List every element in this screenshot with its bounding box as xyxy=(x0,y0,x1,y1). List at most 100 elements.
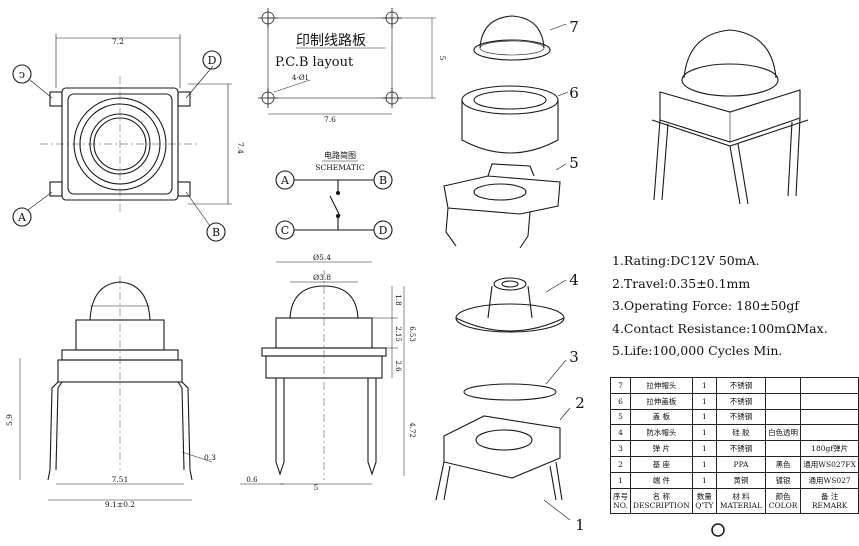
table-row: 3 弹 片 1 不锈钢 180gf弹片 xyxy=(610,440,859,457)
bom-cell: 1 xyxy=(691,471,718,489)
side-dim-b: 6.53 xyxy=(408,326,416,342)
pcb-width-dim: 7.6 xyxy=(324,115,336,124)
bom-cell: 黑色 xyxy=(764,455,802,473)
exploded-label-7: 7 xyxy=(569,18,579,36)
isometric-view xyxy=(651,29,809,205)
bom-cell: 拉伸帽头 xyxy=(630,377,693,394)
side-dim-e: 4.72 xyxy=(408,422,416,438)
table-row: 1 端 件 1 黄铜 镀银 通用WS027 xyxy=(610,471,859,489)
top-height-dim: 7.4 xyxy=(236,142,245,154)
bom-cell xyxy=(764,440,802,457)
drawing-marker-circle xyxy=(711,523,725,537)
spec-rating: 1.Rating:DC12V 50mA. xyxy=(612,253,760,268)
spec-contact-resistance: 4.Contact Resistance:100mΩMax. xyxy=(612,320,828,336)
bom-cell xyxy=(764,392,802,410)
bom-cell: PPA xyxy=(716,455,766,473)
bom-cell: 不锈钢 xyxy=(716,440,766,457)
exploded-label-1: 1 xyxy=(575,516,585,534)
bom-cell: 不锈钢 xyxy=(716,392,766,410)
bom-cell xyxy=(764,408,802,426)
exploded-label-2: 2 xyxy=(575,394,585,412)
bill-of-materials: 7 拉伸帽头 1 不锈钢 6 拉伸盖板 1 不锈钢 5 盖 板 1 不锈钢 4 … xyxy=(610,377,859,514)
side-dim-a: 1.8 xyxy=(394,294,402,305)
bom-cell xyxy=(764,377,802,394)
schematic-terminal-d: D xyxy=(379,224,388,237)
bom-cell: 防水帽头 xyxy=(630,424,693,442)
bom-cell xyxy=(800,408,859,426)
bom-cell: 180gf弹片 xyxy=(800,440,859,457)
exploded-label-5: 5 xyxy=(569,154,579,172)
table-row: 4 防水帽头 1 硅 胶 白色透明 xyxy=(610,424,859,442)
bom-cell: 盖 板 xyxy=(630,408,693,426)
schematic-terminal-b: B xyxy=(379,174,387,187)
bom-cell: 1 xyxy=(691,408,718,426)
schematic-title-cn: 电路简图 xyxy=(324,150,356,160)
exploded-label-6: 6 xyxy=(569,84,579,102)
pcb-title-cn: 印制线路板 xyxy=(296,33,366,49)
table-row: 5 盖 板 1 不锈钢 xyxy=(610,408,859,426)
exploded-label-4: 4 xyxy=(569,271,579,289)
table-row: 7 拉伸帽头 1 不锈钢 xyxy=(610,377,859,394)
table-row: 2 基 座 1 PPA 黑色 通用WS027FX xyxy=(610,455,859,473)
bom-cell: 1 xyxy=(691,377,718,394)
bom-cell: 1 xyxy=(691,455,718,473)
bom-cell: 拉伸盖板 xyxy=(630,392,693,410)
bom-cell: 3 xyxy=(610,440,631,457)
bom-cell: 4 xyxy=(610,424,631,442)
pcb-title-en: P.C.B layout xyxy=(275,55,354,70)
bom-cell: 通用WS027 xyxy=(800,471,859,489)
callout-top-left: ↄ xyxy=(19,68,25,81)
bom-cell: 不锈钢 xyxy=(716,408,766,426)
front-inner-dim: 7.51 xyxy=(112,475,129,484)
schematic: 电路简图 SCHEMATIC A B C D xyxy=(275,150,393,240)
bom-cell xyxy=(800,392,859,410)
bom-cell: 通用WS027FX xyxy=(800,455,859,473)
top-view: 7.2 7.4 ↄ D A B xyxy=(12,34,245,242)
exploded-view: 7 6 5 4 3 2 1 xyxy=(435,15,585,534)
spec-life: 5.Life:100,000 Cycles Min. xyxy=(612,343,783,358)
spec-operating-force: 3.Operating Force: 180±50gf xyxy=(612,298,799,313)
bom-cell: 硅 胶 xyxy=(716,424,766,442)
table-row: 6 拉伸盖板 1 不锈钢 xyxy=(610,392,859,410)
bom-cell: 1 xyxy=(691,424,718,442)
front-total-dim: 9.1±0.2 xyxy=(105,500,135,509)
bom-cell: 2 xyxy=(610,455,631,473)
bom-cell: 5 xyxy=(610,408,631,426)
side-dim-d: 2.6 xyxy=(394,360,402,372)
top-width-dim: 7.2 xyxy=(112,37,124,46)
callout-bottom-right: B xyxy=(212,226,220,239)
bom-cell xyxy=(800,424,859,442)
pcb-layout: 印制线路板 P.C.B layout 4-Ø1 7.6 5 xyxy=(258,8,447,124)
callout-bottom-left: A xyxy=(17,211,27,224)
side-view: Ø5.4 Ø3.8 1.8 6.53 2.15 2.6 4.72 0.6 5 xyxy=(240,253,416,492)
bom-cell: 6 xyxy=(610,392,631,410)
bom-cell: 白色透明 xyxy=(764,424,802,442)
bom-cell: 1 xyxy=(691,440,718,457)
front-view: 5.9 7.51 9.1±0.2 0.3 xyxy=(5,276,216,509)
side-cap-outer-dim: Ø5.4 xyxy=(313,253,331,262)
side-dim-g: 5 xyxy=(314,484,318,492)
specifications: 1.Rating:DC12V 50mA. 2.Travel:0.35±0.1mm… xyxy=(612,250,828,363)
callout-top-right: D xyxy=(208,54,217,67)
bom-cell: 弹 片 xyxy=(630,440,693,457)
schematic-terminal-a: A xyxy=(280,174,290,187)
bom-cell: 1 xyxy=(610,471,631,489)
side-dim-f: 0.6 xyxy=(246,476,258,484)
front-lead-dim: 0.3 xyxy=(204,453,216,462)
bom-cell: 镀银 xyxy=(764,471,802,489)
bom-cell: 端 件 xyxy=(630,471,693,489)
schematic-terminal-c: C xyxy=(281,224,289,237)
exploded-label-3: 3 xyxy=(569,348,579,366)
spec-travel: 2.Travel:0.35±0.1mm xyxy=(612,275,751,291)
bom-cell: 基 座 xyxy=(630,455,693,473)
front-height-dim: 5.9 xyxy=(5,414,14,426)
bom-cell: 1 xyxy=(691,392,718,410)
schematic-title-en: SCHEMATIC xyxy=(315,163,365,172)
